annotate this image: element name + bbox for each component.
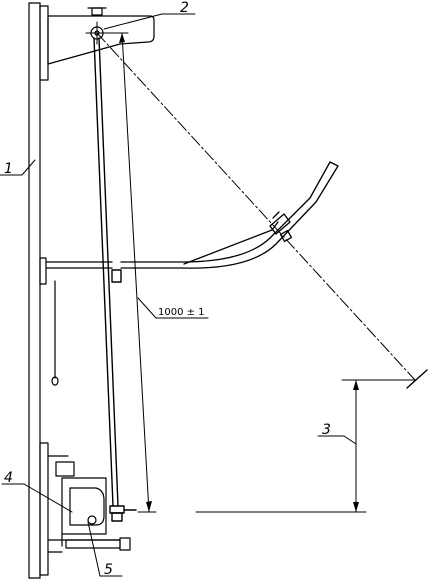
length-dimension — [107, 32, 157, 513]
upper-bracket — [47, 7, 155, 65]
striker-arm — [45, 161, 339, 269]
swing-centerline — [85, 21, 428, 389]
label-pendulum-length: 1000 ± 1 — [158, 307, 205, 318]
label-item-3: 3 — [322, 422, 331, 438]
leader-lines — [0, 13, 357, 577]
wall-frame — [28, 2, 49, 579]
label-item-5: 5 — [104, 562, 113, 578]
hanging-cord — [51, 280, 59, 386]
label-item-2: 2 — [180, 0, 189, 16]
label-item-4: 4 — [4, 470, 13, 486]
height-dimension — [195, 379, 415, 513]
pendulum-arm — [93, 37, 137, 522]
label-item-1: 1 — [4, 161, 13, 177]
